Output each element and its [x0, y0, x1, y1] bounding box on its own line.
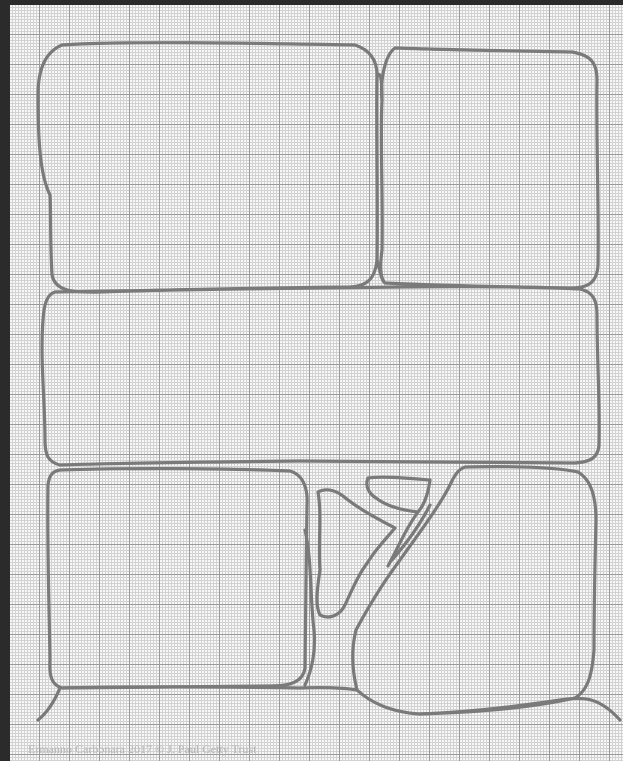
center-branch-outline — [317, 490, 395, 617]
leaf-shape-outline — [367, 477, 430, 512]
ground-line — [38, 687, 620, 720]
center-stem-lines — [305, 505, 430, 685]
panel-top-right-outline — [381, 48, 598, 288]
panel-top-left-outline — [38, 43, 377, 292]
copyright-credit: Ermanno Carbonara 2017 © J. Paul Getty T… — [28, 742, 256, 757]
panel-middle-outline — [42, 287, 599, 465]
panel-bottom-left-outline — [48, 469, 307, 688]
